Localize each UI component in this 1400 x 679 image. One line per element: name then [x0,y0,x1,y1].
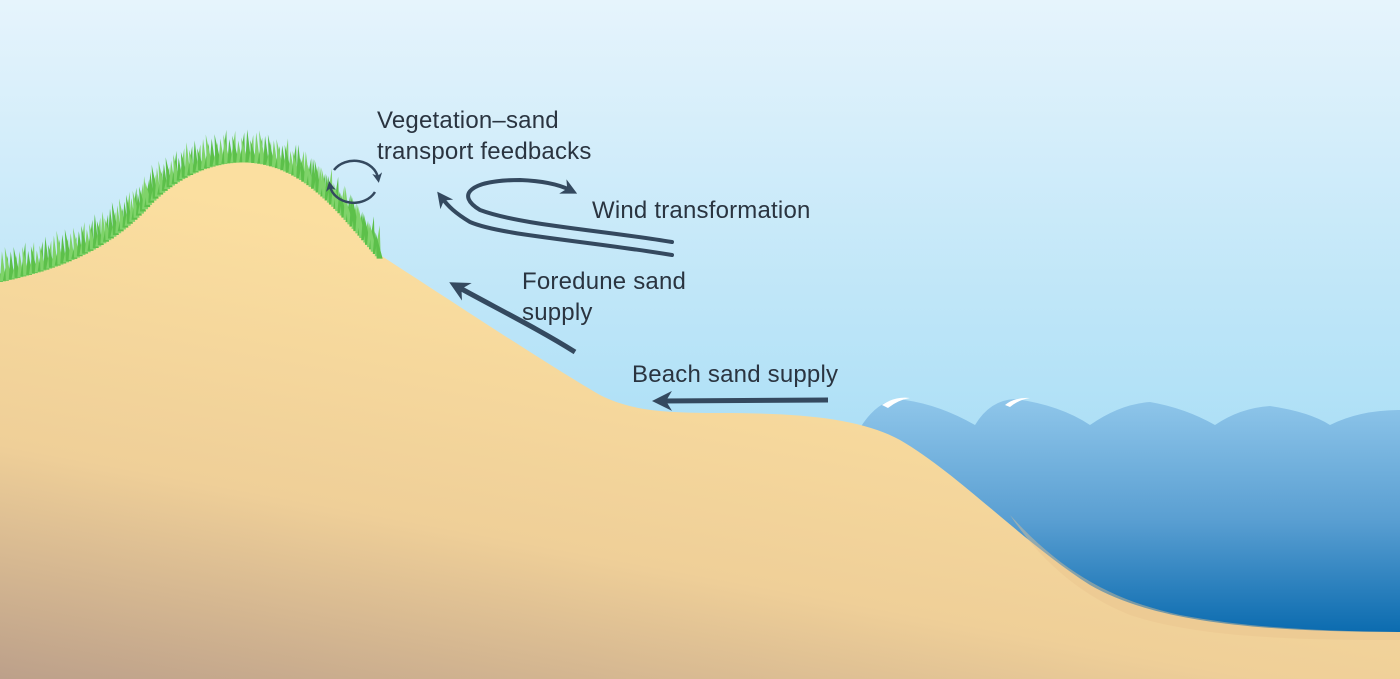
sand-dune [0,158,1400,679]
grass-blade [375,232,383,259]
grass-blade [263,135,270,165]
grass-blade [245,129,252,163]
grass-blade [250,139,258,163]
label-foredune-supply: Foredune sand supply [522,268,687,326]
label-beach-supply: Beach sand supply [632,361,839,388]
grass-blade [254,132,261,164]
wind-transformation-arrows [437,177,674,257]
grass-blade [271,140,278,168]
dune-grass [0,129,383,282]
feedback-cycle-arrows [326,159,383,204]
foredune-supply-arrow [449,282,577,355]
wave-foam [882,397,1030,408]
label-wind-transformation: Wind transformation [592,197,811,224]
label-vegetation-feedbacks: Vegetation–sand transport feedbacks [377,107,592,165]
beach-supply-arrow [652,390,829,411]
